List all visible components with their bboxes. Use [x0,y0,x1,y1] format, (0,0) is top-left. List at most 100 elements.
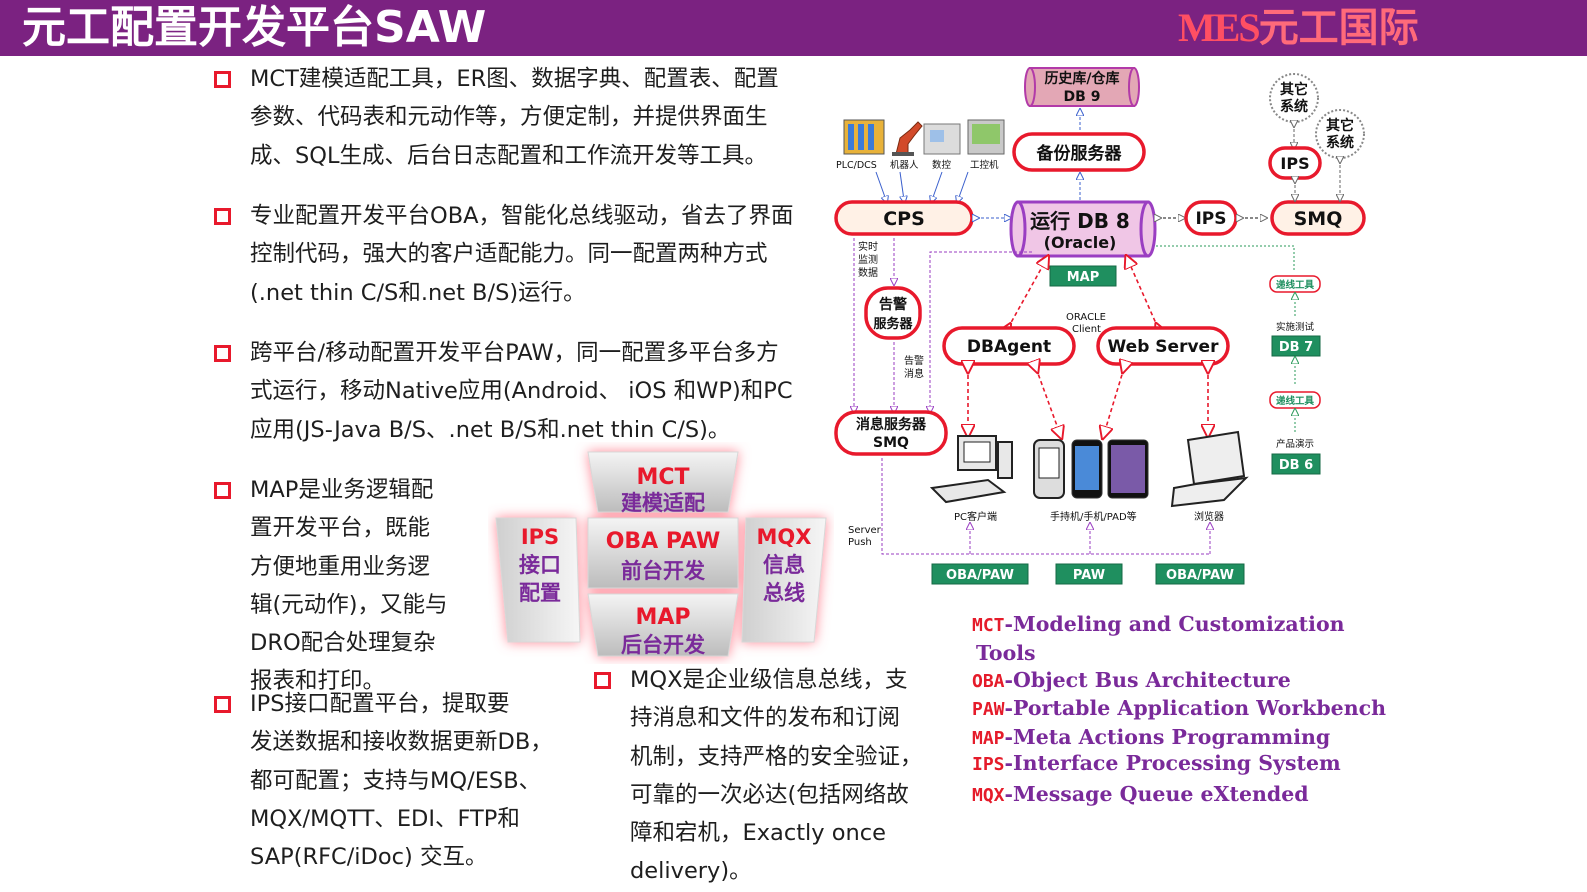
bullet-marker-icon [594,672,611,689]
pc-client-icon [929,435,1013,504]
oracle-client-label-1: ORACLE [1066,312,1106,323]
message-server-sublabel: SMQ [873,435,909,451]
ips-sublabel-1: 接口 [519,553,561,577]
legend-abbr: MQX [972,785,1005,806]
webserver-label: Web Server [1108,337,1220,357]
legend-text: -Interface Processing System [1004,751,1341,775]
bottom-tag-oba-paw-1: OBA/PAW [931,563,1029,585]
saw-cross-figure: MCT 建模适配 IPS 接口 配置 OBA PAW 前台开发 MQX 信息 总… [495,451,827,657]
bullet-line: SAP(RFC/iDoc) 交互。 [250,844,488,871]
bottom-tag-oba-paw-2: OBA/PAW [1155,563,1245,585]
tool-tag-label: 递线工具 [1276,279,1315,291]
server-push-label-2: Push [848,537,872,548]
dbagent-node: DBAgent [942,326,1076,366]
alarm-server-node: 告警 服务器 [864,286,922,340]
alarm-msg-label-2: 消息 [904,367,924,380]
legend-row-mct-cont: Tools [976,641,1036,665]
bullet-line: 障和宕机，Exactly once [630,820,886,847]
bullet-map: MAP是业务逻辑配 置开发平台，既能 方便地重用业务逻 辑(元动作)，又能与 D… [214,471,448,701]
pc-client-label: PC客户端 [954,510,997,523]
alarm-msg-label-1: 告警 [904,354,924,367]
legend-row-map: MAP-Meta Actions Programming [972,725,1330,749]
handheld-label: 手持机/手机/PAD等 [1050,510,1137,523]
bullet-line: 控制代码，强大的客户适配能力。同一配置两种方式 [250,241,768,268]
legend-text: -Object Bus Architecture [1004,668,1291,692]
page-title: 元工配置开发平台SAW [22,2,487,53]
history-db-label: 历史库/仓库 [1044,70,1119,87]
legend-row-oba: OBA-Object Bus Architecture [972,668,1291,692]
bullet-line: 机制，支持严格的安全验证， [630,743,923,770]
run-db-node: 运行 DB 8 (Oracle) [1009,200,1157,258]
db7-tag: DB 7 [1271,335,1321,357]
bullet-line: 成、SQL生成、后台日志配置和工作流开发等工具。 [250,142,768,169]
robot-label: 机器人 [890,159,919,171]
bullet-line: (.net thin C/S和.net B/S)运行。 [250,279,586,306]
legend-text: -Modeling and Customization [1004,612,1345,636]
other-system-node-2: 其它 系统 [1315,109,1365,159]
cps-label: CPS [883,208,925,230]
map-tag: MAP [1049,265,1117,287]
cps-node: CPS [834,200,974,236]
ips-sublabel-2: 配置 [519,581,561,605]
ips-top-node: IPS [1268,146,1322,180]
mct-sublabel: 建模适配 [621,491,705,515]
bullet-line: 辑(元动作)，又能与 [250,591,448,618]
architecture-diagram: 历史库/仓库 DB 9 备份服务器 PLC/DCS 机器人 数控 工控机 CPS [834,67,1366,585]
mqx-block [741,517,827,643]
backup-server-label: 备份服务器 [1036,143,1123,164]
bullet-paw: 跨平台/移动配置开发平台PAW，同一配置多平台多方 式运行，移动Native应用… [214,334,793,449]
ips-mid-label: IPS [1195,209,1226,229]
realtime-label-1: 实时 [858,240,878,253]
map-tag-label: MAP [1067,270,1100,285]
bullet-marker-icon [214,208,231,225]
ips-top-label: IPS [1280,154,1309,173]
bullet-line: MAP是业务逻辑配 [250,477,434,503]
mct-block [587,451,739,513]
legend-text: -Portable Application Workbench [1004,696,1386,720]
alarm-server-sublabel: 服务器 [873,316,913,332]
bullet-oba: 专业配置开发平台OBA，智能化总线驱动，省去了界面 控制代码，强大的客户适配能力… [214,197,794,312]
legend-text: Tools [976,641,1036,665]
legend-row-paw: PAW-Portable Application Workbench [972,696,1386,720]
mqx-sublabel-2: 总线 [763,581,805,605]
realtime-label-3: 数据 [858,266,878,279]
bullet-marker-icon [214,482,231,499]
bottom-tag-label: OBA/PAW [1166,568,1234,583]
bullet-marker-icon [214,696,231,713]
legend-text: -Meta Actions Programming [1004,725,1331,749]
legend-row-mct: MCT-Modeling and Customization [972,612,1345,636]
realtime-label-2: 监测 [858,253,878,266]
map-block [587,593,739,657]
legend-abbr: MCT [972,615,1005,636]
bullet-mqx: MQX是企业级信息总线，支 持消息和文件的发布和订阅 机制，支持严格的安全验证，… [594,661,923,891]
db6-label: DB 6 [1279,458,1313,473]
bullet-ips: IPS接口配置平台，提取要 发送数据和接收数据更新DB， 都可配置；支持与MQ/… [214,685,553,876]
legend-abbr: OBA [972,671,1005,692]
smq-label: SMQ [1294,208,1343,230]
map-sublabel: 后台开发 [621,633,706,657]
tool-tag-2: 递线工具 [1269,391,1321,409]
mqx-label: MQX [757,525,812,549]
other-system-label-1: 其它 [1280,81,1308,98]
legend-row-mqx: MQX-Message Queue eXtended [972,782,1309,806]
bullet-line: 持消息和文件的发布和订阅 [630,705,901,732]
browser-label: 浏览器 [1194,510,1224,523]
other-system-sublabel-1: 系统 [1280,98,1308,115]
cnc-icon [923,123,961,155]
bottom-tag-paw: PAW [1055,563,1123,585]
bottom-tag-label: PAW [1073,568,1105,583]
oba-paw-label: OBA PAW [606,529,721,554]
bullet-line: 可靠的一次必达(包括网络故 [630,781,909,808]
oracle-client-label-2: Client [1072,324,1101,335]
legend-abbr: MAP [972,728,1005,749]
message-server-node: 消息服务器 SMQ [834,410,948,456]
bullet-line: 应用(JS-Java B/S、.net B/S和.net thin C/S)。 [250,416,731,443]
db6-tag: DB 6 [1271,453,1321,475]
ips-mid-node: IPS [1184,200,1238,236]
other-system-label-2: 其它 [1326,117,1354,134]
other-system-sublabel-2: 系统 [1326,134,1354,151]
message-server-label: 消息服务器 [856,416,927,433]
map-label: MAP [635,605,690,630]
bullet-line: MQX是企业级信息总线，支 [630,667,908,693]
bullet-line: 参数、代码表和元动作等，方便定制，并提供界面生 [250,104,768,131]
